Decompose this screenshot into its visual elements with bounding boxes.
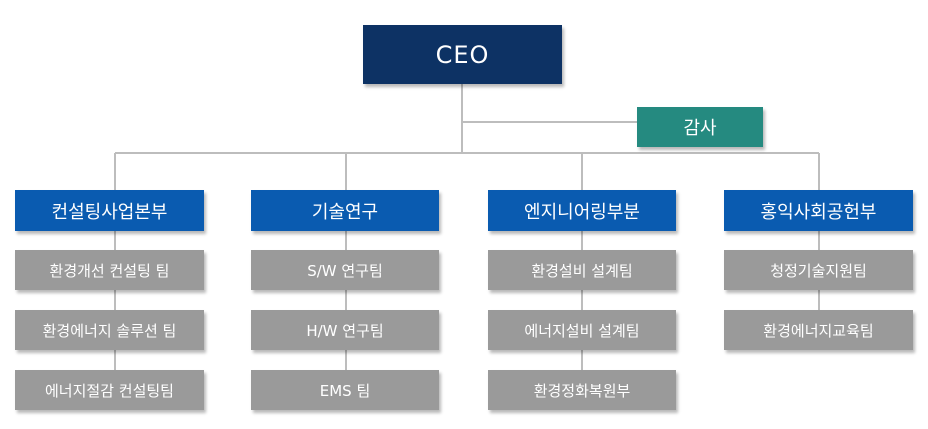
department-engineering: 엔지니어링부분 bbox=[488, 190, 676, 231]
department-social-contribution: 홍익사회공헌부 bbox=[724, 190, 913, 231]
team-box: H/W 연구팀 bbox=[251, 310, 439, 350]
team-box: 환경에너지교육팀 bbox=[724, 310, 913, 350]
team-label: 환경개선 컨설팅 팀 bbox=[49, 261, 170, 280]
team-box: EMS 팀 bbox=[251, 370, 439, 410]
team-label: EMS 팀 bbox=[319, 381, 371, 400]
department-label: 홍익사회공헌부 bbox=[760, 201, 877, 223]
audit-label: 감사 bbox=[683, 118, 717, 139]
team-label: 청정기술지원팀 bbox=[770, 261, 867, 280]
team-label: 환경설비 설계팀 bbox=[531, 261, 633, 280]
team-box: 환경설비 설계팀 bbox=[488, 250, 676, 290]
department-research: 기술연구 bbox=[251, 190, 439, 231]
team-label: 에너지설비 설계팀 bbox=[524, 321, 640, 340]
team-label: H/W 연구팀 bbox=[306, 321, 384, 340]
department-label: 컨설팅사업본부 bbox=[51, 201, 168, 223]
department-label: 엔지니어링부분 bbox=[524, 201, 640, 223]
team-label: S/W 연구팀 bbox=[307, 261, 383, 280]
team-label: 환경에너지 솔루션 팀 bbox=[42, 321, 177, 340]
audit-box: 감사 bbox=[637, 107, 763, 147]
team-box: 청정기술지원팀 bbox=[724, 250, 913, 290]
team-label: 환경에너지교육팀 bbox=[763, 321, 874, 340]
department-consulting: 컨설팅사업본부 bbox=[15, 190, 204, 231]
team-box: 에너지설비 설계팀 bbox=[488, 310, 676, 350]
ceo-label: CEO bbox=[435, 40, 490, 69]
team-box: S/W 연구팀 bbox=[251, 250, 439, 290]
department-label: 기술연구 bbox=[311, 201, 379, 223]
team-box: 환경정화복원부 bbox=[488, 370, 676, 410]
team-label: 에너지절감 컨설팅팀 bbox=[45, 381, 174, 400]
team-box: 환경개선 컨설팅 팀 bbox=[15, 250, 204, 290]
team-label: 환경정화복원부 bbox=[533, 381, 631, 400]
team-box: 에너지절감 컨설팅팀 bbox=[15, 370, 204, 410]
team-box: 환경에너지 솔루션 팀 bbox=[15, 310, 204, 350]
ceo-box: CEO bbox=[363, 25, 562, 84]
